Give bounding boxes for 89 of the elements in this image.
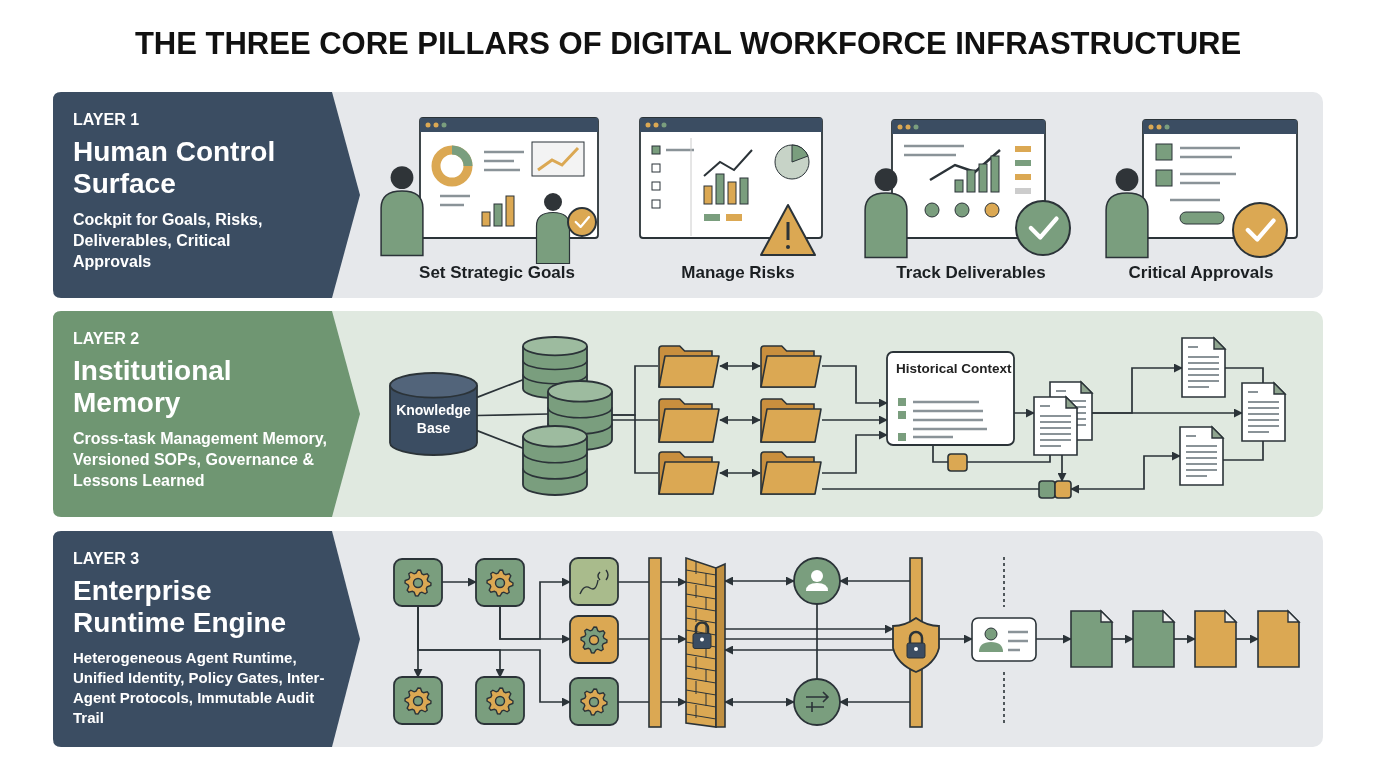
connector-arrow [617,634,687,644]
connector-arrow [1035,634,1072,644]
layer-heading: Institutional Memory [73,355,233,419]
connector-arrow [821,365,888,408]
shield-lock-icon [893,618,939,672]
connector-line [611,419,659,421]
connector-arrow [617,577,687,587]
database-cylinder [390,373,477,455]
diagram-title: THE THREE CORE PILLARS OF DIGITAL WORKFORCE INFRASTRUCTURE [133,26,1243,62]
connector-arrow [499,577,571,640]
connector-arrow [1173,634,1196,644]
tool-tile [570,558,618,605]
layer-description: Cross-task Management Memory, Versioned SOPs, Governance & Lessons Learned [73,429,328,491]
connector-arrow [719,468,761,478]
caption-text: Manage Risks [681,263,795,283]
connector-line [816,603,818,680]
gear-tile [476,677,524,724]
gear-tile [394,559,442,606]
connector-arrow [617,697,687,707]
document-icon [1071,611,1112,667]
connector-arrow [1235,634,1259,644]
caption-text: Critical Approvals [1128,263,1274,283]
gear-tile [394,677,442,724]
layer-banner [53,531,360,747]
connector-line [476,378,524,399]
connector-line [476,429,524,450]
connector-line [476,413,549,417]
layer-number: LAYER 1 [73,111,140,129]
connector-arrow [1070,451,1181,494]
id-card-icon [972,618,1036,661]
connector-arrow [441,577,477,587]
connector-line [724,638,894,640]
connector-arrow [1111,634,1134,644]
connector-arrow [719,361,761,371]
folder-icon [760,345,822,388]
user-circle [794,558,840,604]
layer-description: Cockpit for Goals, Risks, Deliverables, Critical Approvals [73,210,264,272]
document-icon [1133,611,1174,667]
connector-arrow [724,624,894,634]
connector-line [1222,440,1264,461]
layer-heading: Human Control Surface [73,136,277,200]
connector-arrow [839,576,911,586]
connector-arrow [724,645,894,655]
folder-icon [760,451,822,495]
gear-tile [476,559,524,606]
layer-banner [53,92,360,298]
folder-icon [658,451,720,495]
document-icon [1180,427,1223,485]
document-stack-icon [1034,382,1092,455]
document-icon [1242,383,1285,441]
layer-number: LAYER 2 [73,330,140,348]
connector-arrow [821,430,888,474]
connector-arrow [839,697,911,707]
caption-text: Set Strategic Goals [419,263,575,283]
layer-heading: Enterprise Runtime Engine [73,575,288,639]
node-label: Knowledge Base [395,401,472,437]
vertical-bar [649,558,661,727]
firewall-wall [686,558,725,727]
database-stack [523,426,587,495]
connector-arrow [821,415,888,425]
connector-line [1224,367,1264,384]
connector-arrow [938,634,973,644]
connector-arrow [724,697,795,707]
document-icon [1182,338,1225,397]
folder-icon [658,345,720,388]
layer-banner [53,311,360,517]
document-icon [1195,611,1236,667]
folder-icon [658,398,720,443]
connector-arrow [1057,454,1067,482]
small-square [948,454,967,471]
connector-arrow [724,576,795,586]
split-square [1039,481,1071,498]
caption-text: Track Deliverables [896,263,1046,283]
connector-arrow [417,605,571,707]
folder-icon [760,398,822,443]
exchange-circle [794,679,840,725]
gear-tile [570,678,618,725]
connector-line [611,414,659,474]
layer-description: Heterogeneous Agent Runtime, Unified Identity, Policy Gates, Inter-Agent Protocols, Immutable Audit Trail [73,648,326,728]
card-heading: Historical Context [896,361,1012,376]
connector-line [966,454,1051,463]
context-card [887,352,1014,445]
connector-arrow [1091,408,1243,418]
connector-line [821,488,1040,490]
connector-line [932,444,949,463]
connector-arrow [719,415,761,425]
document-icon [1258,611,1299,667]
layer-number: LAYER 3 [73,550,140,568]
gear-tile [570,616,618,663]
